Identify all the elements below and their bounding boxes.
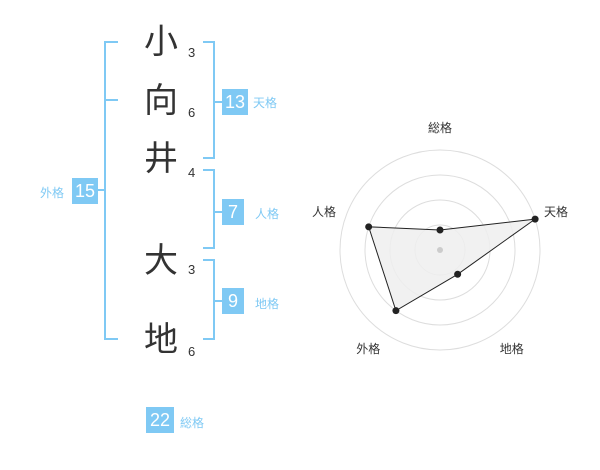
radar-axis-label-4: 外格 (356, 341, 381, 356)
stroke-count-3: 4 (188, 165, 196, 180)
radar-axis-label-1: 総格 (428, 121, 453, 135)
radar-point-3 (454, 270, 462, 278)
radar-axis-label-2: 天格 (544, 205, 569, 220)
name-char-3: 井 (144, 139, 178, 179)
name-char-1: 小 (144, 22, 178, 62)
jinkaku-value-box: 7 (222, 199, 244, 225)
radar-point-5 (365, 223, 373, 231)
radar-ring-4 (339, 149, 541, 351)
gaikaku-value-box: 15 (72, 178, 98, 204)
radar-point-4 (392, 307, 400, 315)
radar-ring-3 (364, 174, 516, 326)
soukaku-value-box: 22 (146, 407, 174, 433)
name-char-2: 向 (144, 81, 178, 121)
stroke-count-1: 3 (188, 45, 196, 60)
radar-point-1 (436, 226, 444, 234)
radar-center-dot (437, 247, 443, 253)
chikaku-label: 地格 (255, 297, 280, 311)
name-char-4: 大 (144, 241, 178, 281)
stroke-count-5: 6 (188, 344, 196, 359)
stroke-count-4: 3 (188, 262, 196, 277)
name-char-5: 地 (144, 320, 178, 360)
tenkaku-label: 天格 (253, 96, 278, 110)
gaikaku-label: 外格 (40, 186, 65, 200)
soukaku-label: 総格 (180, 416, 205, 430)
radar-axis-label-3: 地格 (499, 341, 524, 356)
radar-axis-label-5: 人格 (311, 205, 336, 220)
jinkaku-label: 人格 (255, 207, 280, 221)
radar-point-2 (531, 215, 539, 223)
radar-area (367, 218, 536, 312)
chikaku-value-box: 9 (222, 288, 244, 314)
tenkaku-value-box: 13 (222, 89, 248, 115)
stroke-count-2: 6 (188, 105, 196, 120)
